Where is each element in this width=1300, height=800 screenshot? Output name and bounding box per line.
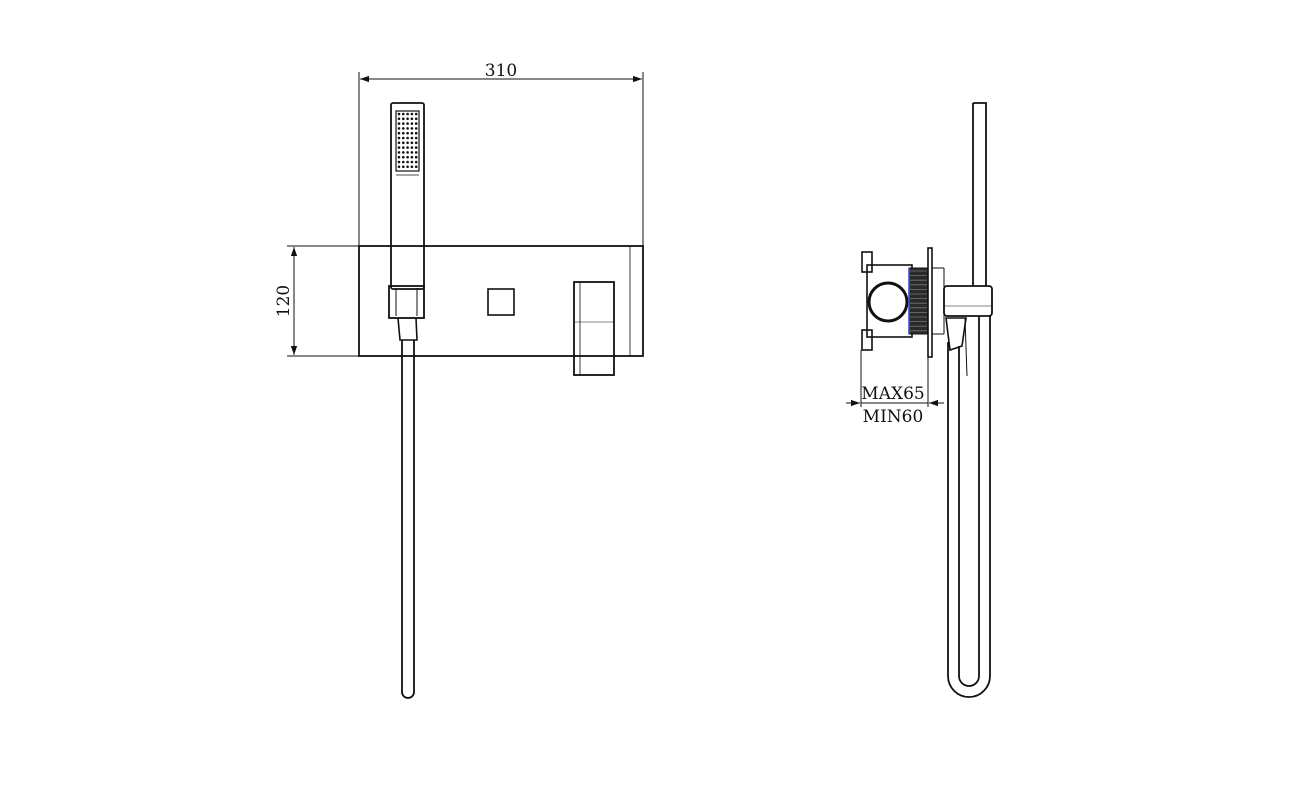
valve-body: [861, 251, 913, 351]
nozzle-dot: [406, 141, 409, 145]
nozzle-dot: [406, 155, 409, 159]
nozzle-dot: [414, 117, 418, 121]
nozzle-dot: [402, 112, 405, 116]
side-view: MAX65 MIN60: [846, 102, 993, 698]
depth-dimension: MAX65 MIN60: [846, 350, 944, 427]
wall-plate-profile: [927, 247, 933, 358]
nozzle-dot: [410, 151, 414, 154]
min-depth-label: MIN60: [863, 407, 924, 427]
nozzle-dot: [414, 146, 418, 149]
nozzle-dot: [410, 131, 414, 135]
height-label: 120: [274, 285, 294, 317]
nozzle-dot: [402, 131, 405, 135]
nozzle-dot: [410, 122, 414, 125]
nozzle-dot: [397, 112, 401, 116]
nozzle-dot: [402, 151, 405, 154]
nozzle-dot: [414, 122, 418, 125]
nozzle-dot: [410, 127, 414, 130]
front-view: 310 120: [274, 61, 644, 699]
nozzle-dot: [410, 117, 414, 121]
nozzle-dot: [406, 131, 409, 135]
nozzle-dot: [414, 127, 418, 130]
nozzle-dot: [402, 165, 405, 169]
nozzle-dot: [402, 127, 405, 130]
nozzle-dot: [414, 136, 418, 140]
wall-plate: [358, 245, 644, 357]
nozzle-dot: [397, 165, 401, 169]
nozzle-dot: [406, 165, 409, 169]
width-dimension: 310: [358, 61, 644, 246]
shower-hose: [401, 340, 415, 699]
nozzle-dot: [402, 136, 405, 140]
nozzle-dot: [414, 165, 418, 169]
nozzle-dot: [410, 112, 414, 116]
nozzle-dot: [397, 151, 401, 154]
nozzle-dot: [406, 127, 409, 130]
nozzle-dot: [410, 141, 414, 145]
hose-loop: [947, 316, 991, 698]
nozzle-dot: [402, 141, 405, 145]
nozzle-dot: [414, 155, 418, 159]
nozzle-dot: [397, 155, 401, 159]
hand-shower-profile: [972, 102, 987, 286]
nozzle-dot: [402, 122, 405, 125]
nozzle-dot: [406, 160, 409, 164]
width-label: 310: [485, 61, 517, 81]
nozzle-dot: [410, 165, 414, 169]
shower-nozzle-grid: [397, 112, 418, 169]
nozzle-dot: [410, 155, 414, 159]
nozzle-dot: [397, 122, 401, 125]
nozzle-dot: [397, 127, 401, 130]
nozzle-dot: [397, 146, 401, 149]
nozzle-dot: [410, 160, 414, 164]
nozzle-dot: [406, 151, 409, 154]
diverter-button: [487, 288, 515, 316]
nozzle-dot: [414, 141, 418, 145]
nozzle-dot: [414, 160, 418, 164]
nozzle-dot: [414, 112, 418, 116]
nozzle-dot: [406, 117, 409, 121]
holder-profile: [943, 285, 993, 352]
nozzle-dot: [414, 151, 418, 154]
nozzle-dot: [406, 136, 409, 140]
shower-holder: [388, 285, 425, 341]
cartridge-circle: [867, 281, 909, 323]
nozzle-dot: [410, 136, 414, 140]
nozzle-dot: [402, 117, 405, 121]
thread-extension: [908, 267, 929, 335]
nozzle-dot: [406, 122, 409, 125]
nozzle-dot: [402, 155, 405, 159]
hand-shower: [390, 102, 425, 290]
nozzle-dot: [397, 131, 401, 135]
nozzle-dot: [406, 146, 409, 149]
nozzle-dot: [402, 146, 405, 149]
nozzle-dot: [397, 136, 401, 140]
nozzle-dot: [397, 160, 401, 164]
nozzle-dot: [397, 141, 401, 145]
nozzle-dot: [406, 112, 409, 116]
max-depth-label: MAX65: [861, 384, 924, 404]
nozzle-dot: [410, 146, 414, 149]
nozzle-dot: [397, 117, 401, 121]
height-dimension: 120: [274, 245, 359, 357]
nozzle-dot: [402, 160, 405, 164]
mixer-handle: [573, 281, 615, 376]
nozzle-dot: [414, 131, 418, 135]
